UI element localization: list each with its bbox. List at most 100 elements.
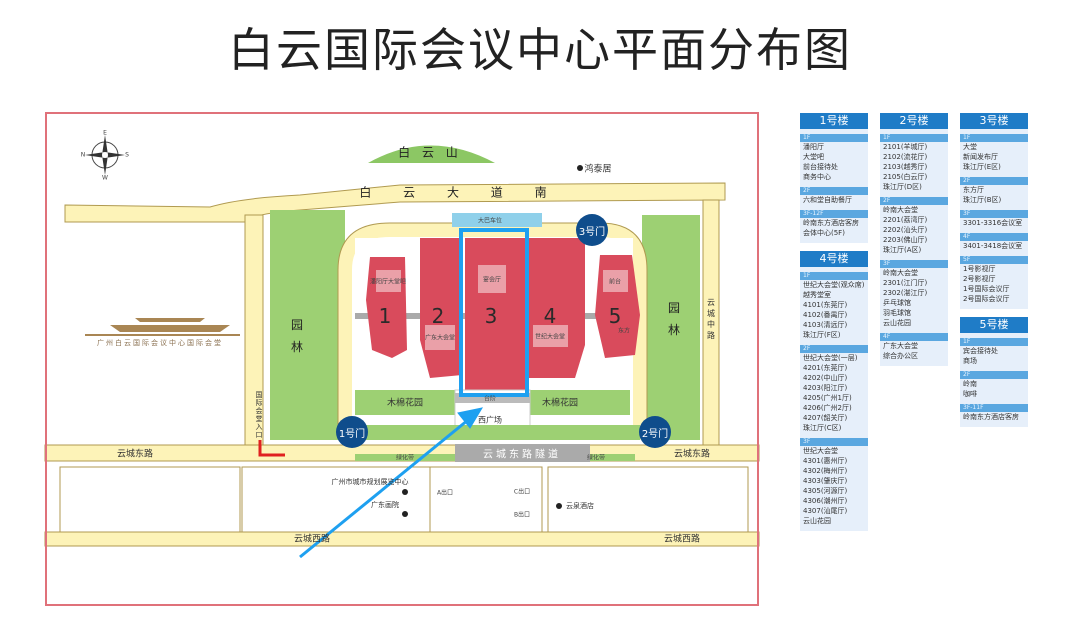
room-item: 羽毛球馆 [883,309,911,317]
compass-s: W [102,174,108,182]
mianhua-garden-left: 木棉花园 [386,398,424,409]
room-item: 4206(广州2厅) [803,404,852,412]
legend-panel-title: 3号楼 [960,113,1028,129]
room-item: 珠江厅(C区) [803,424,842,432]
room-item: 大堂 [963,143,977,151]
room-item: 大堂吧 [803,153,824,161]
b3-inner: 宴会厅 [482,276,502,284]
road-west-label-left: 云城西路 [293,534,331,545]
logo-text: 广州白云国际会议中心国际会堂 [97,339,223,347]
road-north-label: 白 云 大 道 南 [359,185,561,200]
room-item: 2202(汕头厅) [883,226,928,234]
west-square-label: 西广场 [478,415,502,425]
floor-label: 2F [960,177,1028,185]
room-item: 2101(羊城厅) [883,143,928,151]
room-item: 咖啡 [963,390,977,398]
room-item: 4303(肇庆厅) [803,477,848,485]
floor-label: 1F [960,134,1028,142]
floor-label: 1F [800,272,868,280]
room-item: 潘阳厅 [803,143,824,151]
floor-label: 3F [800,438,868,446]
floor-label: 2F [880,197,948,205]
room-item: 4102(番禺厅) [803,311,848,319]
building-3-highlight [459,228,529,397]
room-item: 综合办公区 [883,352,918,360]
floor-label: 3F [880,260,948,268]
b1-inner: 潘阳厅大堂吧 [369,278,407,286]
mianhua-garden-right: 木棉花园 [541,398,579,409]
compass-icon [85,135,125,175]
floor-label: 3F-11F [960,404,1028,412]
room-item: 世纪大会堂(一层) [803,354,858,362]
floor-label: 4F [880,333,948,341]
room-item: 3301-3316会议室 [963,219,1023,227]
legend-panel-title: 4号楼 [800,251,868,267]
logo-icon [85,318,240,336]
room-item: 前台接待处 [803,163,838,171]
mountain-label: 白 云 山 [398,145,462,160]
room-item: 4201(东莞厅) [803,364,848,372]
parking-top-label: 大巴车位 [477,217,503,225]
room-item: 2102(流花厅) [883,153,928,161]
road-east-label-left: 云城东路 [116,449,154,460]
room-item: 珠江厅(D区) [883,183,922,191]
metro-exit-a: A出口 [436,489,454,497]
floor-label: 3F-12F [800,210,868,218]
greenbelt-left: 绿化带 [395,454,415,462]
room-item: 2301(江门厅) [883,279,928,287]
tunnel-box [455,444,590,462]
room-item: 会体中心(5F) [803,229,845,237]
gate-2[interactable]: 2号门 [639,416,671,448]
building-1-label: 1 [378,304,392,328]
steps-label: 台阶 [483,395,497,403]
room-item: 乒乓球馆 [883,299,911,307]
legend-panel-title: 5号楼 [960,317,1028,333]
floor-label: 1F [960,338,1028,346]
greenbelt-right: 绿化带 [586,454,606,462]
legend-panel-title: 2号楼 [880,113,948,129]
floor-label: 2F [960,371,1028,379]
gate-3[interactable]: 3号门 [576,214,608,246]
compass-n: E [103,129,107,137]
room-item: 4306(潮州厅) [803,497,848,505]
garden-right-label: 园 林 [666,301,681,339]
poi-dot [577,165,583,171]
room-item: 4305(河源厅) [803,487,848,495]
room-item: 2号国际会议厅 [963,295,1010,303]
poi-theatre: 广东画院 [371,501,399,509]
b2-inner: 广东大会堂 [424,334,456,342]
floor-label: 1F [800,134,868,142]
floor-label: 2F [800,345,868,353]
room-item: 东方厅 [963,186,984,194]
room-item: 2201(荔湾厅) [883,216,928,224]
room-item: 4302(梅州厅) [803,467,848,475]
floor-label: 3F [960,210,1028,218]
hall-entrance-label: 国际会堂入口 [255,391,263,439]
room-item: 4301(惠州厅) [803,457,848,465]
gate-1[interactable]: 1号门 [336,416,368,448]
building-4-label: 4 [543,304,557,328]
parking-top [452,213,542,227]
room-item: 岭南大会堂 [883,206,918,214]
room-item: 世纪大会堂 [803,447,838,455]
room-item: 珠江厅(E区) [963,163,1001,171]
road-middle-label: 云城中路 [706,298,716,342]
room-item: 4203(阳江厅) [803,384,848,392]
floor-label: 5F [960,256,1028,264]
room-item: 岭南东方酒店客房 [963,413,1019,421]
room-item: 岭南大会堂 [883,269,918,277]
room-item: 4202(中山厅) [803,374,848,382]
garden-left-area [270,210,345,440]
room-item: 岭南东方酒店客房 [803,219,859,227]
room-item: 商场 [963,357,977,365]
room-item: 广东大会堂 [883,342,918,350]
building-3-shape [465,238,525,393]
room-item: 4101(东莞厅) [803,301,848,309]
building-3-label: 3 [484,304,498,328]
room-item: 岭南 [963,380,977,388]
